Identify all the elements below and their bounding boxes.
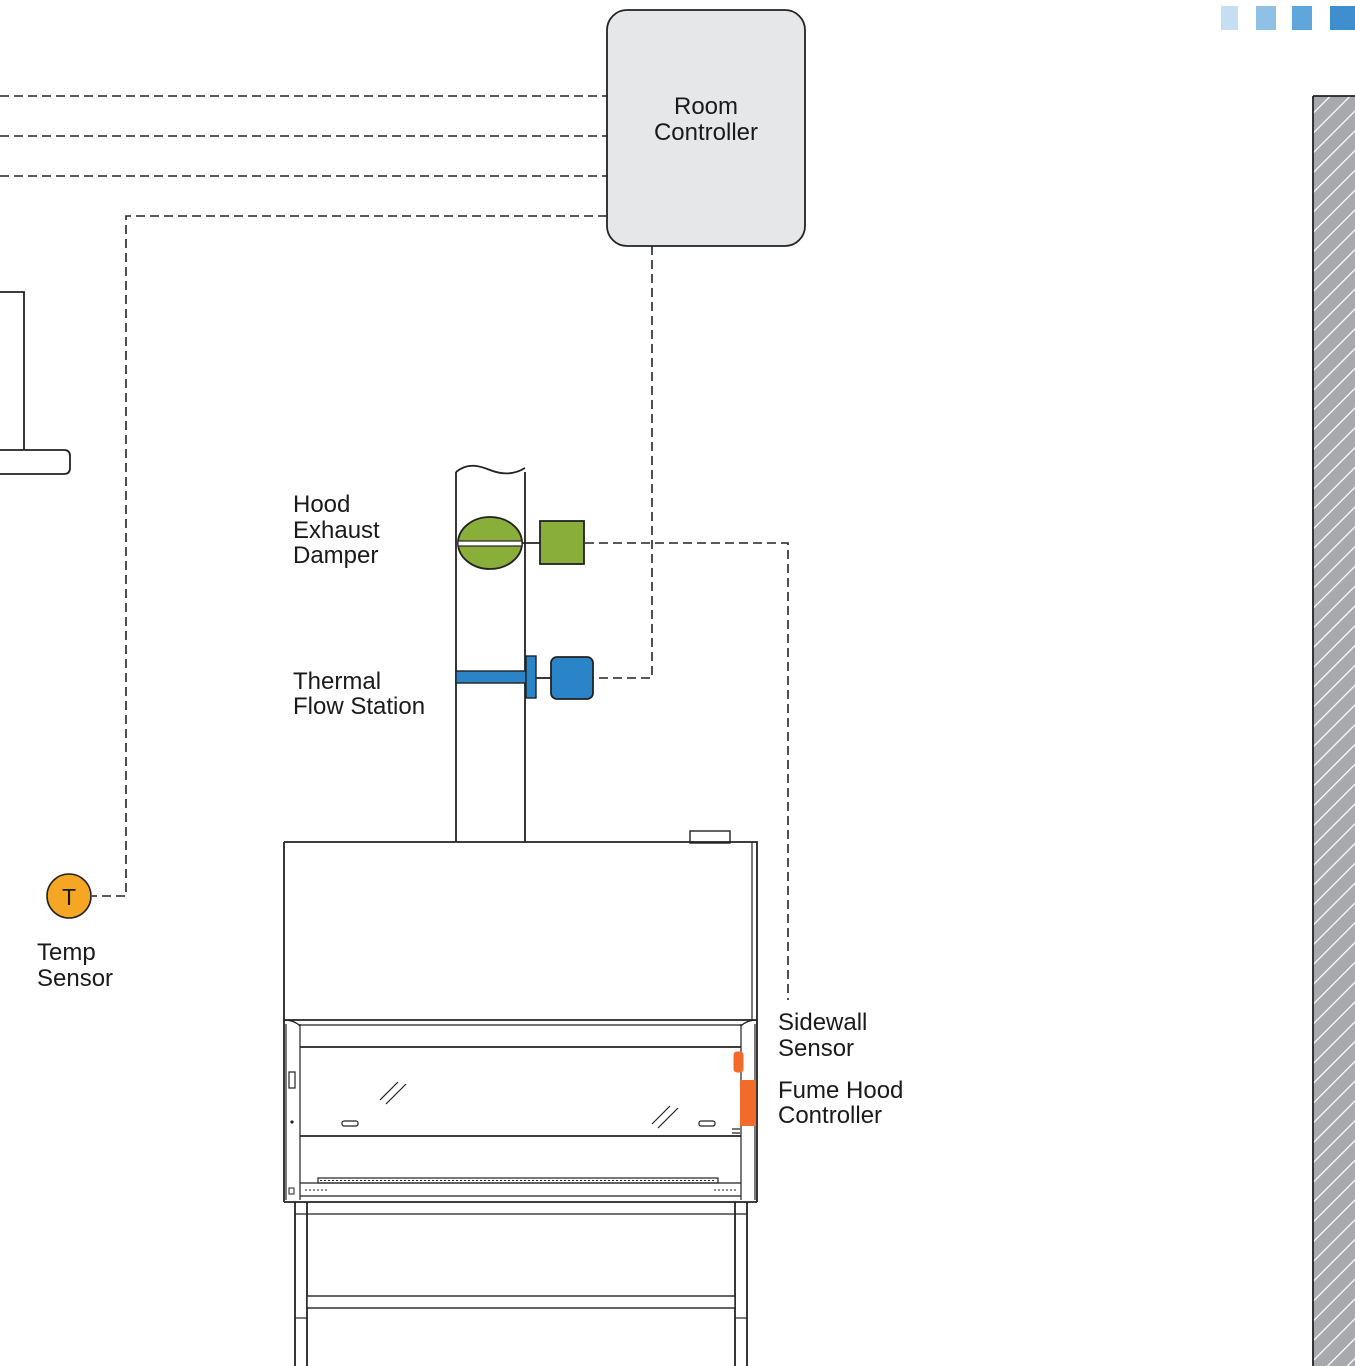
sidewall-sensor-device <box>733 1051 744 1073</box>
sidewall-sensor-label-line2: Sensor <box>778 1035 854 1062</box>
room-controller-label-line1: Room <box>674 93 738 120</box>
signal-line-sidewall <box>585 542 789 1000</box>
supply-diffuser <box>0 291 71 475</box>
room-controller: Room Controller <box>606 9 806 247</box>
signal-line-flow <box>593 246 653 679</box>
fume-hood-controller-label-line2: Controller <box>778 1102 882 1129</box>
temp-sensor-label-line1: Temp <box>37 939 96 966</box>
fume-hood-controller-device <box>740 1080 756 1126</box>
room-controller-label-line2: Controller <box>654 119 758 146</box>
wall <box>1312 95 1355 1366</box>
damper-label-line3: Damper <box>293 542 378 569</box>
temp-sensor-label-line2: Sensor <box>37 965 113 992</box>
brand-logo <box>1221 6 1355 30</box>
flow-transmitter <box>550 656 594 700</box>
exhaust-duct <box>455 464 526 842</box>
fume-hood <box>283 830 758 1366</box>
flow-station-label-line1: Thermal <box>293 668 381 695</box>
damper-icon <box>457 516 585 570</box>
flow-probe-icon <box>455 655 594 700</box>
circle-t-icon: T <box>46 873 92 919</box>
damper-actuator <box>539 520 585 565</box>
damper-label-line1: Hood <box>293 491 350 518</box>
damper-label-line2: Exhaust <box>293 517 380 544</box>
temp-sensor-symbol: T <box>62 884 76 910</box>
sidewall-sensor-label-line1: Sidewall <box>778 1009 867 1036</box>
flow-station-label-line2: Flow Station <box>293 693 425 720</box>
signal-lines-left <box>0 95 607 897</box>
fume-hood-controller-label-line1: Fume Hood <box>778 1077 903 1104</box>
